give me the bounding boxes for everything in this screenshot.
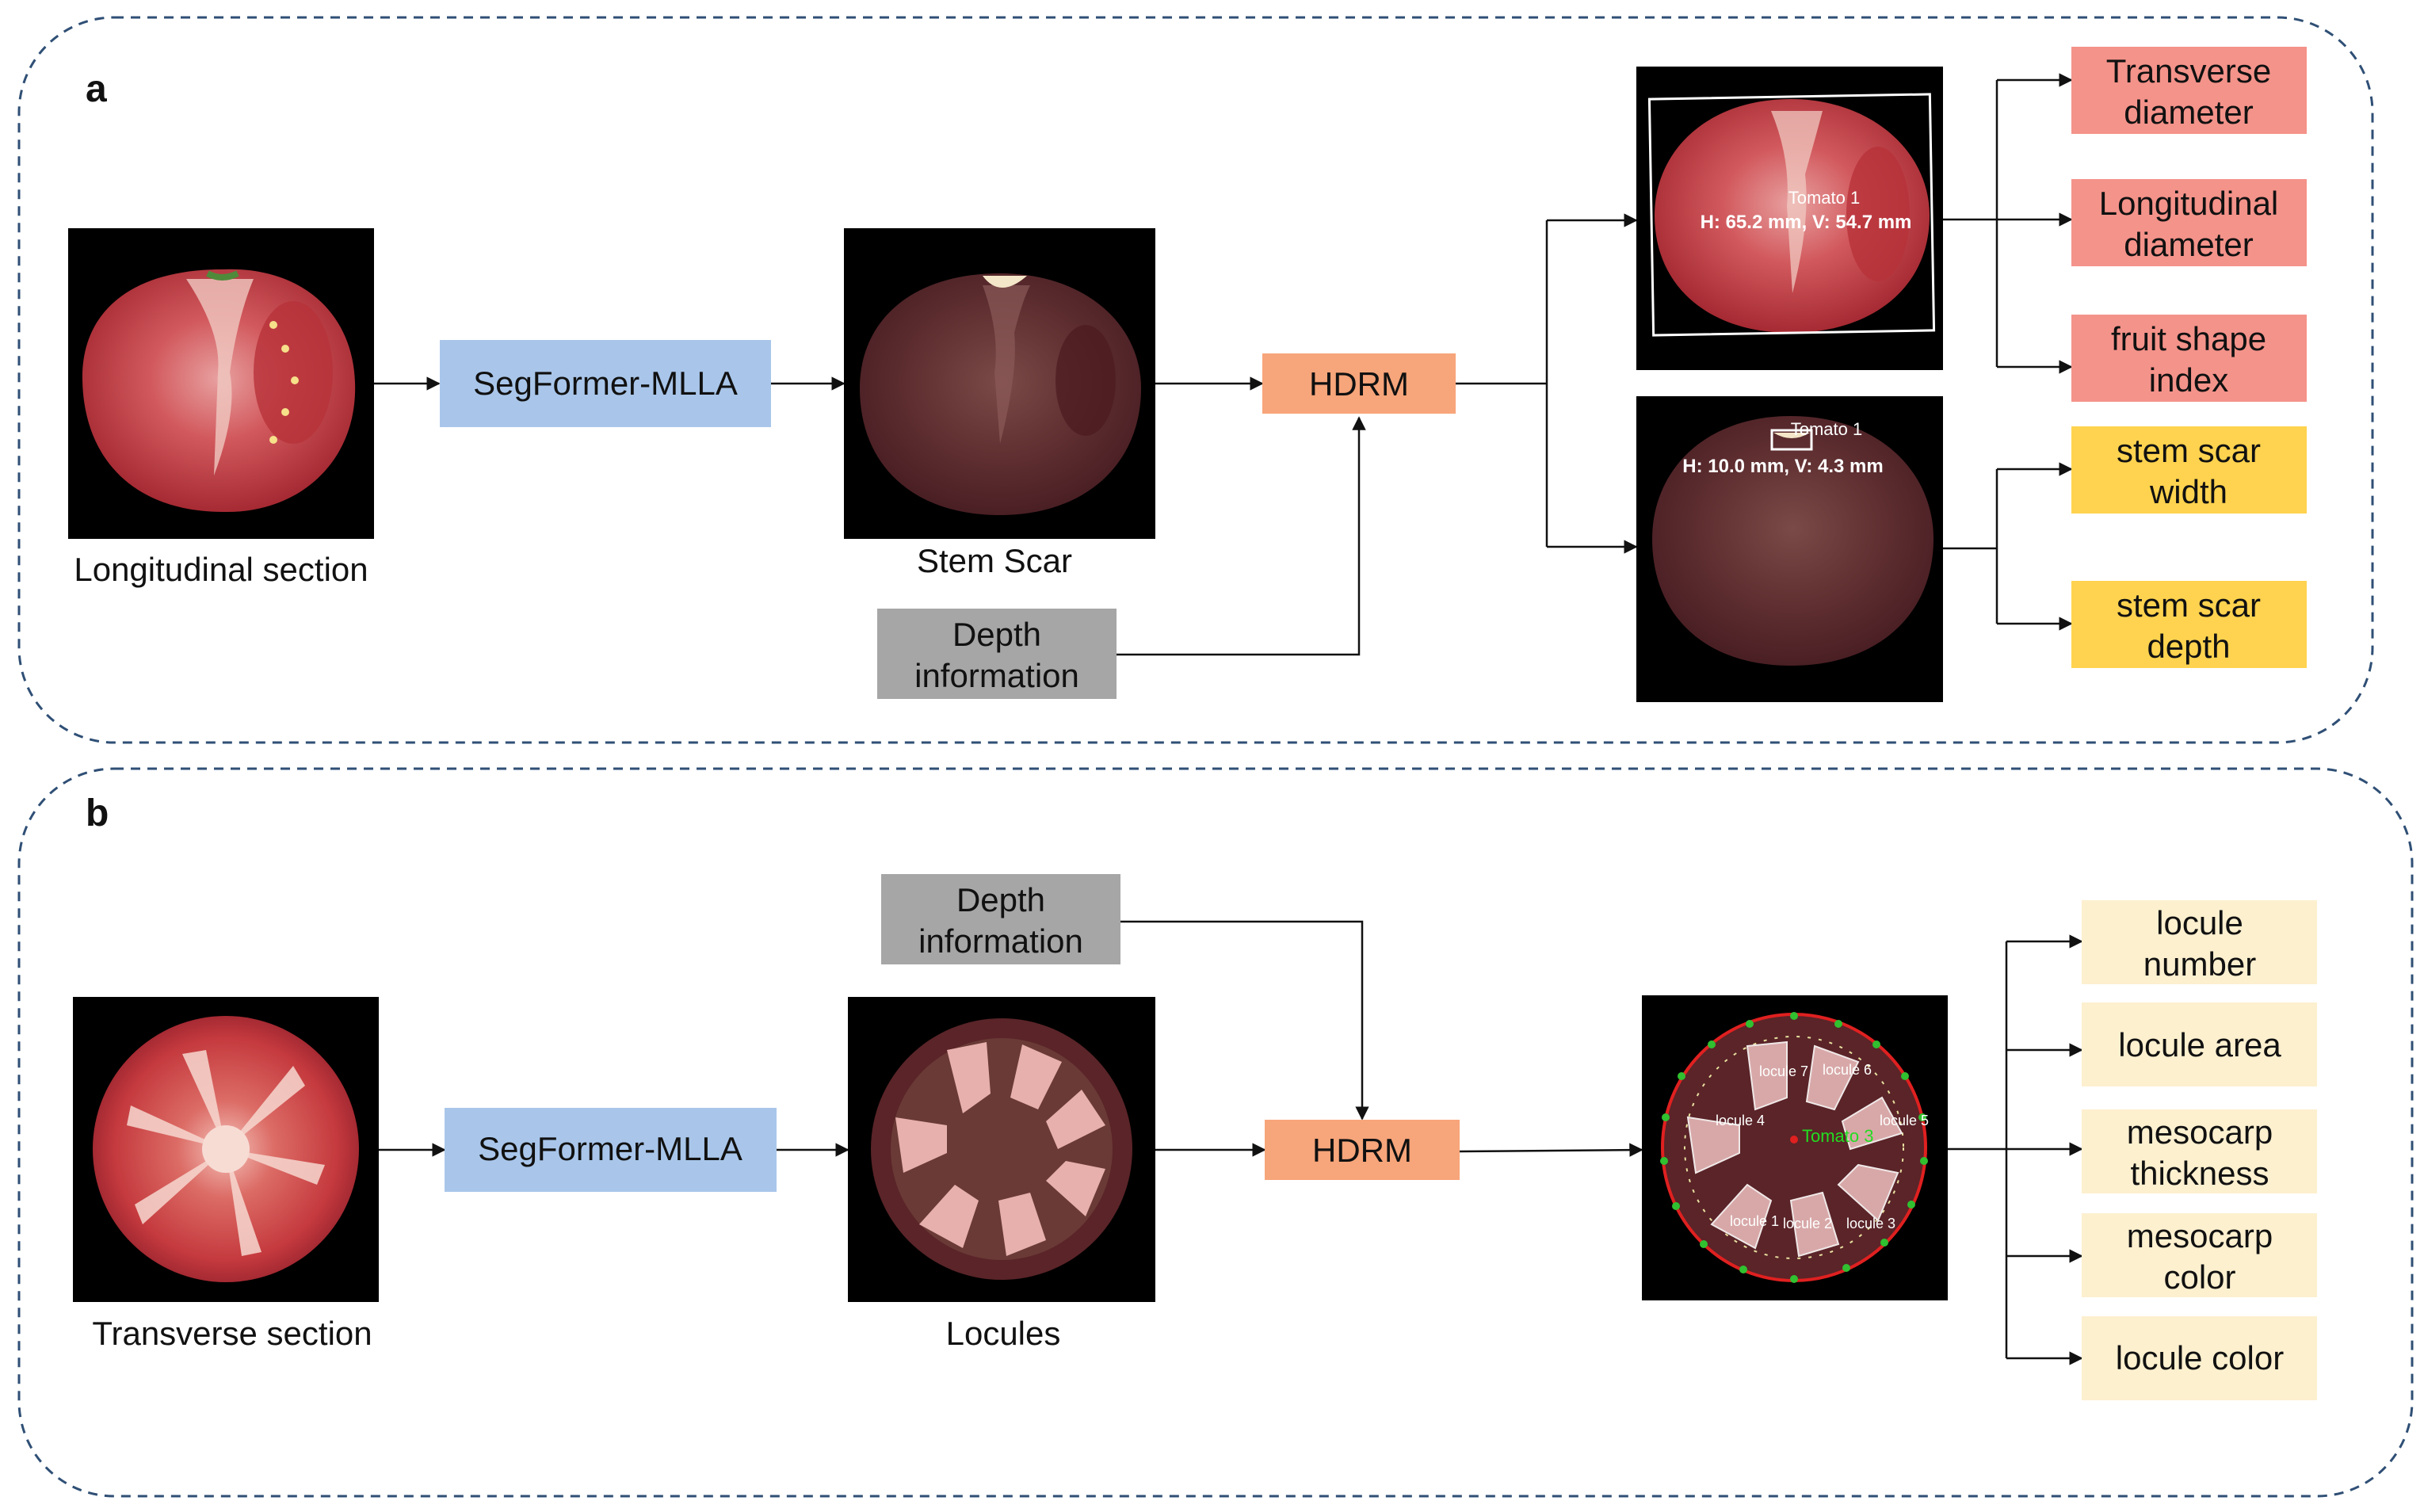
- output-transverse-diameter: [2071, 47, 2307, 134]
- output-label: locule color: [2116, 1339, 2284, 1376]
- arrow: [1120, 920, 1369, 1121]
- stem-scar-caption: Stem Scar: [917, 542, 1072, 579]
- segformer-label-a: SegFormer-MLLA: [473, 365, 738, 402]
- overlay1-measure: H: 65.2 mm, V: 54.7 mm: [1701, 212, 1912, 233]
- panel-b-border: [17, 767, 2414, 1498]
- locule-label: locule 4: [1716, 1113, 1765, 1128]
- output-label: mesocarp: [2127, 1113, 2273, 1151]
- locule-label: locule 2: [1783, 1216, 1832, 1231]
- arrow: [1459, 1143, 1643, 1157]
- stem-scar-image: [844, 228, 1155, 539]
- output-label: width: [2149, 473, 2227, 510]
- locules-image: [848, 997, 1155, 1302]
- output-label: stem scar: [2117, 432, 2261, 469]
- output-stem-scar-width: [2071, 426, 2307, 514]
- depth-line2-b: information: [918, 922, 1083, 960]
- longitudinal-section-image: [68, 228, 374, 539]
- depth-line1-b: Depth: [956, 881, 1045, 918]
- overlay2-measure: H: 10.0 mm, V: 4.3 mm: [1682, 456, 1883, 477]
- panel-b-letter: b: [86, 792, 109, 834]
- overlay1-tomato-label: Tomato 1: [1788, 188, 1861, 208]
- stem-scar-measurement-image: [1636, 396, 1943, 702]
- locule-label: locule 6: [1823, 1062, 1872, 1078]
- output-label: depth: [2147, 628, 2230, 665]
- output-label: stem scar: [2117, 586, 2261, 624]
- hdrm-box-a: [1262, 353, 1456, 414]
- output-longitudinal-diameter: [2071, 179, 2307, 266]
- output-label: thickness: [2130, 1155, 2269, 1192]
- output-label: diameter: [2124, 94, 2253, 131]
- output-locule-number: [2082, 900, 2317, 984]
- output-label: index: [2149, 361, 2228, 399]
- output-label: fruit shape: [2111, 320, 2266, 357]
- locule-label: locule 7: [1759, 1063, 1808, 1079]
- arrow: [1117, 416, 1366, 656]
- overlay2-tomato-label: Tomato 1: [1791, 419, 1863, 439]
- transverse-section-image: [73, 997, 379, 1302]
- segformer-box-a: [440, 340, 771, 427]
- output-label: color: [2163, 1258, 2235, 1296]
- segformer-label-b: SegFormer-MLLA: [478, 1130, 742, 1167]
- depth-line1-a: Depth: [952, 616, 1041, 653]
- output-label: diameter: [2124, 226, 2253, 263]
- output-mesocarp-color: [2082, 1213, 2317, 1297]
- longitudinal-section-caption: Longitudinal section: [74, 551, 368, 588]
- panel-a-letter: a: [86, 68, 107, 110]
- output-label: locule: [2156, 904, 2243, 941]
- output-label: Longitudinal: [2099, 185, 2279, 222]
- hdrm-label-a: HDRM: [1309, 365, 1409, 403]
- output-label: Transverse: [2106, 52, 2272, 90]
- depth-line2-a: information: [914, 657, 1079, 694]
- locule-label: locule 5: [1880, 1113, 1929, 1128]
- output-locule-area: [2082, 1002, 2317, 1086]
- output-mesocarp-thickness: [2082, 1109, 2317, 1193]
- locules-caption: Locules: [946, 1315, 1061, 1352]
- hdrm-label-b: HDRM: [1312, 1132, 1412, 1169]
- depth-box-a: [877, 609, 1117, 699]
- segformer-box-b: [445, 1108, 777, 1192]
- locule-label: locule 3: [1846, 1216, 1895, 1231]
- depth-box-b: [881, 874, 1120, 964]
- hdrm-box-b: [1265, 1120, 1460, 1180]
- output-stem-scar-depth: [2071, 581, 2307, 668]
- output-label: mesocarp: [2127, 1217, 2273, 1254]
- output-label: number: [2143, 945, 2256, 983]
- output-locule-color: [2082, 1316, 2317, 1400]
- transverse-section-caption: Transverse section: [92, 1315, 372, 1352]
- overlay-tomato-label: Tomato 3: [1802, 1126, 1874, 1146]
- diameter-measurement-image: [1636, 67, 1943, 370]
- locule-analysis-image: [1642, 995, 1948, 1300]
- output-fruit-shape-index: [2071, 315, 2307, 402]
- locule-label: locule 1: [1730, 1213, 1779, 1229]
- output-label: locule area: [2118, 1026, 2281, 1063]
- panel-a-border: [17, 16, 2374, 744]
